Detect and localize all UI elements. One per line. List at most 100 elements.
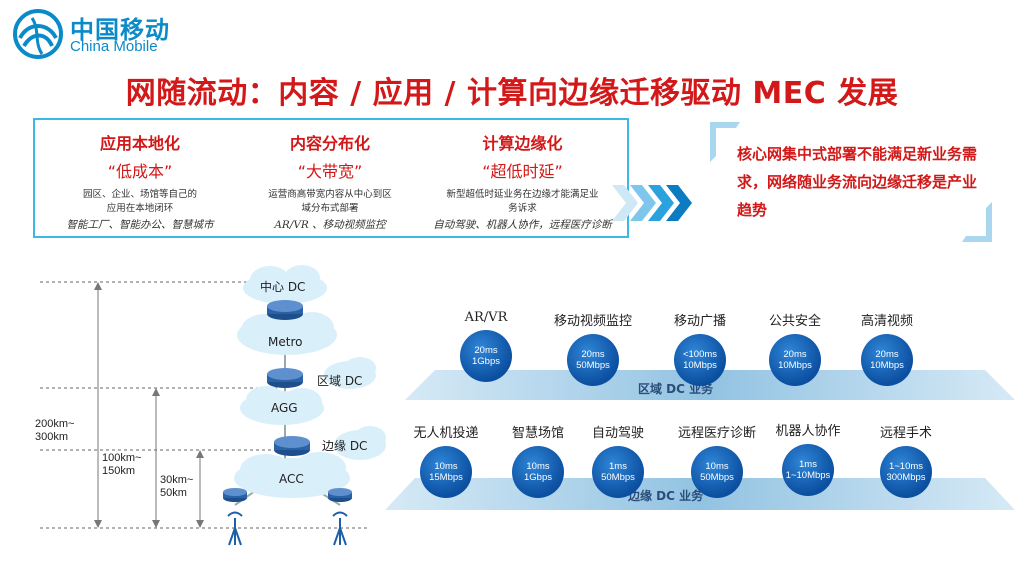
service-name: 智慧场馆 <box>511 426 564 441</box>
range-line: 50km <box>160 487 187 499</box>
latency: 1~10ms <box>888 461 924 472</box>
edge-band-label: 边缘 DC 业务 <box>628 489 704 503</box>
metro-label: Metro <box>268 335 303 349</box>
china-mobile-logo-icon <box>13 9 63 59</box>
logo-en-text: China Mobile <box>70 38 158 55</box>
edge-dc-label: 边缘 DC <box>322 439 368 453</box>
bandwidth: 10Mbps <box>683 360 717 371</box>
column-quote: “低成本” <box>107 162 173 181</box>
bandwidth: 15Mbps <box>429 472 463 483</box>
column-compute-edge: 计算边缘化 “超低时延” 新型超低时延业务在边缘才能满足业 务诉求 自动驾驶、机… <box>420 130 625 232</box>
column-desc-line: 园区、企业、场馆等自己的 <box>82 189 197 200</box>
agg-label: AGG <box>271 401 298 415</box>
column-app-local: 应用本地化 “低成本” 园区、企业、场馆等自己的 应用在本地闭环 智能工厂、智能… <box>45 130 235 232</box>
latency: 10ms <box>434 461 458 472</box>
bandwidth: 50Mbps <box>601 472 635 483</box>
range-line: 300km <box>35 431 69 443</box>
service-name: 移动视频监控 <box>553 314 632 329</box>
latency: 20ms <box>875 349 899 360</box>
service-name: 移动广播 <box>673 314 726 329</box>
column-quote: “超低时延” <box>482 162 563 181</box>
column-desc: 运营商高带宽内容从中心到区 域分布式部署 <box>235 188 425 216</box>
bandwidth: 300Mbps <box>886 472 926 483</box>
latency: 20ms <box>474 345 498 356</box>
range-line: 150km <box>102 465 136 477</box>
column-desc-line: 运营商高带宽内容从中心到区 <box>268 189 392 200</box>
column-examples: 智能工厂、智能办公、智慧城市 <box>66 219 214 231</box>
service-name: 自动驾驶 <box>591 426 644 441</box>
region-dc-label: 区域 DC <box>317 374 363 388</box>
bandwidth: 10Mbps <box>778 360 812 371</box>
range-line: 30km~ <box>160 474 194 486</box>
range-line: 100km~ <box>102 452 142 464</box>
range-30-50: 30km~ 50km <box>160 474 193 500</box>
column-heading: 内容分布化 <box>289 134 370 153</box>
slide-title: 网随流动：内容 / 应用 / 计算向边缘迁移驱动 MEC 发展 <box>125 76 899 111</box>
network-diagram-graphic <box>40 265 386 546</box>
bandwidth: 50Mbps <box>576 360 610 371</box>
column-examples: AR/VR 、移动视频监控 <box>274 219 386 231</box>
bandwidth: 50Mbps <box>700 472 734 483</box>
acc-label: ACC <box>279 472 304 486</box>
latency: 1ms <box>609 461 627 472</box>
china-mobile-logo: 中国移动 China Mobile <box>12 8 192 60</box>
network-hierarchy-diagram: 中心 DC Metro 区域 DC AGG 边缘 DC ACC 200km~ 3… <box>30 260 390 560</box>
column-desc: 新型超低时延业务在边缘才能满足业 务诉求 <box>420 188 625 216</box>
service-name: 远程手术 <box>879 426 932 441</box>
service-name: 远程医疗诊断 <box>677 426 756 441</box>
column-examples: 自动驾驶、机器人协作，远程医疗诊断 <box>433 219 612 231</box>
service-name: 机器人协作 <box>775 424 841 439</box>
column-desc: 园区、企业、场馆等自己的 应用在本地闭环 <box>45 188 235 216</box>
column-desc-line: 应用在本地闭环 <box>106 203 174 214</box>
trend-box: 应用本地化 “低成本” 园区、企业、场馆等自己的 应用在本地闭环 智能工厂、智能… <box>33 118 629 238</box>
trend-callout: 核心网集中式部署不能满足新业务需求，网络随业务流向边缘迁移是产业趋势 <box>710 122 992 242</box>
callout-text: 核心网集中式部署不能满足新业务需求，网络随业务流向边缘迁移是产业趋势 <box>737 145 978 219</box>
range-200-300: 200km~ 300km <box>35 418 74 444</box>
range-line: 200km~ <box>35 418 75 430</box>
center-dc-label: 中心 DC <box>260 280 306 294</box>
latency: 10ms <box>526 461 550 472</box>
callout-bracket-icon <box>710 122 992 242</box>
latency: <100ms <box>682 349 718 360</box>
column-heading: 计算边缘化 <box>482 134 563 153</box>
column-heading: 应用本地化 <box>99 134 180 153</box>
latency: 1ms <box>799 459 817 470</box>
bandwidth: 1Gbps <box>472 356 500 367</box>
bandwidth: 1~10Mbps <box>785 470 831 481</box>
logo-cn-text: 中国移动 <box>70 16 170 44</box>
bandwidth: 1Gbps <box>524 472 552 483</box>
column-desc-line: 务诉求 <box>508 203 537 214</box>
column-desc-line: 域分布式部署 <box>301 203 359 214</box>
column-desc-line: 新型超低时延业务在边缘才能满足业 <box>446 189 599 200</box>
latency: 20ms <box>783 349 807 360</box>
service-name: 公共安全 <box>768 314 821 329</box>
range-100-150: 100km~ 150km <box>102 452 141 478</box>
column-quote: “大带宽” <box>297 162 363 181</box>
latency: 10ms <box>705 461 729 472</box>
bandwidth: 10Mbps <box>870 360 904 371</box>
service-name: 无人机投递 <box>413 426 479 441</box>
latency: 20ms <box>581 349 605 360</box>
